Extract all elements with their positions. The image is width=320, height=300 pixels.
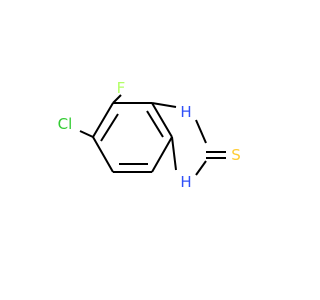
bond-c2-n3: [195, 160, 207, 176]
bond-c5-cl: [79, 130, 94, 138]
structure-diagram: F Cl H H S: [58, 79, 241, 191]
nh-top-label: H: [180, 103, 191, 121]
benzene-ring: [92, 102, 173, 173]
sulfur-label: S: [231, 146, 241, 164]
bond-c7a-c3a: [151, 102, 173, 138]
bond-c4-f: [112, 94, 122, 104]
bond-n1-c2: [195, 119, 207, 144]
bond-c3a-n1: [151, 102, 177, 108]
bond-c4-c5: [92, 102, 114, 138]
bond-c4-c5-inner: [100, 113, 119, 142]
bond-c7a-c3a-inner: [146, 110, 164, 138]
bond-n3-c7a: [171, 136, 177, 171]
nh-bottom-label: H: [180, 173, 191, 191]
bond-c7-c7a: [151, 136, 173, 173]
chlorine-label: Cl: [58, 115, 73, 133]
molecule-canvas: F Cl H H S: [57, 79, 241, 191]
bond-c5-c6: [92, 136, 114, 173]
imidazole-ring: [151, 102, 207, 176]
fluorine-label: F: [117, 79, 126, 97]
